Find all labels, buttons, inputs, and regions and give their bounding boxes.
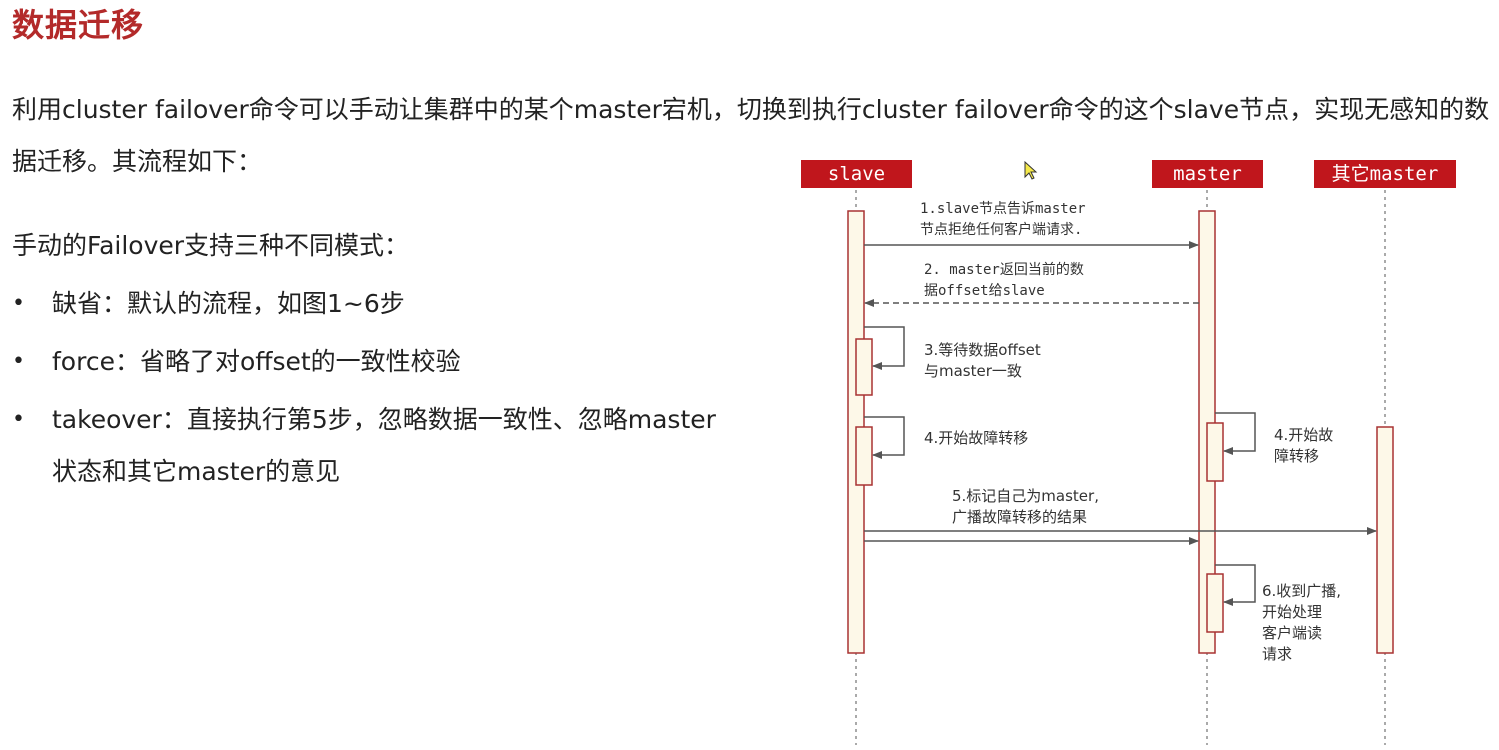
mode-item-takeover: • takeover：直接执行第5步，忽略数据一致性、忽略master状态和其它… [12, 394, 732, 498]
message-step6-line2: 开始处理 [1262, 603, 1323, 621]
page-title: 数据迁移 [12, 6, 145, 44]
activation-master-step6 [1206, 573, 1224, 633]
message-step6-line1: 6.收到广播, [1262, 582, 1342, 600]
actor-slave: slave [801, 160, 912, 188]
message-step2-line2: 据offset给slave [924, 283, 1045, 299]
modes-heading: 手动的Failover支持三种不同模式： [12, 231, 410, 260]
activation-master-step4 [1206, 422, 1224, 482]
activation-slave-step4 [855, 426, 873, 486]
message-step4-master-line2: 障转移 [1274, 447, 1320, 465]
arrow-step3 [864, 326, 905, 370]
message-step1: 1.slave节点告诉master 节点拒绝任何客户端请求. [920, 199, 1086, 241]
arrow-step4-master [1215, 412, 1256, 455]
activation-other-master [1376, 426, 1394, 654]
bullet-icon: • [12, 407, 25, 432]
message-step6-line4: 请求 [1262, 645, 1293, 663]
actor-other-master: 其它master [1314, 160, 1456, 188]
actor-master: master [1152, 160, 1263, 188]
message-step2: 2. master返回当前的数 据offset给slave [924, 260, 1084, 302]
activation-slave-step3 [855, 338, 873, 396]
message-step1-line2: 节点拒绝任何客户端请求. [920, 222, 1083, 238]
mode-item-force: • force：省略了对offset的一致性校验 [12, 336, 732, 388]
mode-item-text: takeover：直接执行第5步，忽略数据一致性、忽略master状态和其它ma… [52, 405, 716, 486]
message-step4-master-line1: 4.开始故 [1274, 426, 1334, 444]
message-step4-slave: 4.开始故障转移 [924, 428, 1028, 449]
sequence-diagram-canvas [847, 190, 1394, 745]
message-step4-master: 4.开始故 障转移 [1274, 425, 1333, 467]
arrow-step4-slave [864, 416, 905, 459]
mode-item-text: 缺省：默认的流程，如图1~6步 [52, 289, 405, 318]
bullet-icon: • [12, 349, 25, 374]
message-step2-line1: 2. master返回当前的数 [924, 262, 1084, 278]
sequence-diagram: slave master 其它master 1.slave节点告诉master … [790, 155, 1490, 745]
mouse-cursor-icon [1024, 161, 1038, 180]
mode-list: • 缺省：默认的流程，如图1~6步 • force：省略了对offset的一致性… [12, 278, 732, 504]
message-step3: 3.等待数据offset 与master一致 [924, 340, 1041, 382]
message-step5: 5.标记自己为master, 广播故障转移的结果 [952, 486, 1099, 528]
message-step3-line1: 3.等待数据offset [924, 341, 1041, 359]
message-step5-line2: 广播故障转移的结果 [952, 508, 1088, 526]
message-step4-slave-line1: 4.开始故障转移 [924, 429, 1029, 447]
mode-item-default: • 缺省：默认的流程，如图1~6步 [12, 278, 732, 330]
arrow-step6 [1215, 564, 1256, 606]
message-step1-line1: 1.slave节点告诉master [920, 201, 1086, 217]
bullet-icon: • [12, 291, 25, 316]
message-step5-line1: 5.标记自己为master, [952, 487, 1099, 505]
message-step3-line2: 与master一致 [924, 362, 1022, 380]
intro-paragraph: 利用cluster failover命令可以手动让集群中的某个master宕机，… [12, 95, 1490, 176]
mode-item-text: force：省略了对offset的一致性校验 [52, 347, 461, 376]
message-step6-line3: 客户端读 [1262, 624, 1323, 642]
message-step6: 6.收到广播, 开始处理 客户端读 请求 [1262, 581, 1341, 665]
